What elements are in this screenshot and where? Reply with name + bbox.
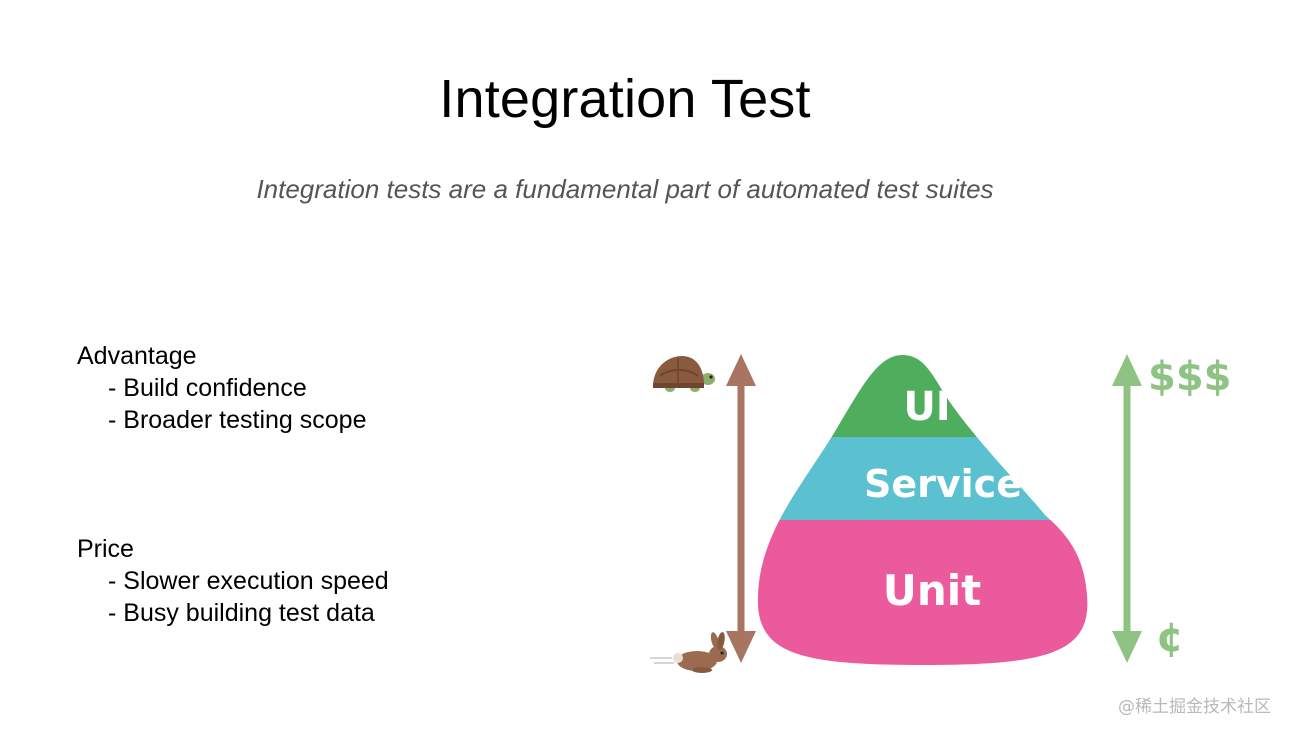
rabbit-icon xyxy=(650,632,727,673)
price-item: - Slower execution speed xyxy=(108,567,389,595)
price-item: - Busy building test data xyxy=(108,599,375,627)
cost-low-label: ¢ xyxy=(1156,615,1184,661)
pyramid-label-unit: Unit xyxy=(883,566,981,615)
cost-high-label: $$$ xyxy=(1148,354,1232,400)
advantage-item: - Broader testing scope xyxy=(108,406,367,434)
pyramid-label-ui: UI xyxy=(903,384,950,430)
slide-subtitle: Integration tests are a fundamental part… xyxy=(256,174,994,204)
slide-title: Integration Test xyxy=(439,69,811,129)
cost-arrow xyxy=(1112,354,1142,663)
turtle-icon xyxy=(653,356,715,392)
pyramid-layer-unit xyxy=(757,520,1088,665)
speed-arrow xyxy=(726,354,756,663)
test-pyramid-diagram: UI Service Unit $$$ ¢ xyxy=(650,354,1232,673)
price-heading: Price xyxy=(77,535,134,563)
pyramid-label-service: Service xyxy=(864,462,1022,506)
watermark: @稀土掘金技术社区 xyxy=(1118,697,1271,717)
advantage-heading: Advantage xyxy=(77,342,197,370)
advantage-item: - Build confidence xyxy=(108,374,307,402)
